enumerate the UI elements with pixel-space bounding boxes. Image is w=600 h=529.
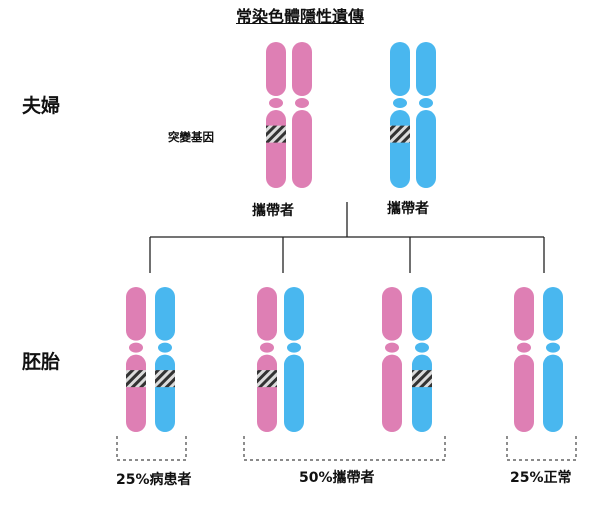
row-label-embryos: 胚胎 bbox=[22, 351, 61, 373]
chromosome-upper-arm bbox=[390, 42, 410, 97]
embryo-1-chromosome-blue bbox=[155, 287, 175, 432]
chromosome-centromere bbox=[517, 342, 531, 353]
mutation-band bbox=[155, 370, 175, 388]
mutation-band bbox=[257, 370, 277, 388]
parent-left-chromosome-1 bbox=[266, 42, 286, 188]
chromosome-centromere bbox=[129, 342, 143, 353]
mutation-band bbox=[126, 370, 146, 388]
mutant-gene-label: 突變基因 bbox=[168, 130, 214, 144]
chromosome-lower-arm bbox=[382, 354, 402, 432]
chromosome-lower-arm bbox=[284, 354, 304, 432]
chromosome-centromere bbox=[385, 342, 399, 353]
parent-left-chromosome-2 bbox=[292, 42, 312, 188]
group-label-affected: 25%病患者 bbox=[116, 472, 192, 488]
chromosome-lower-arm bbox=[257, 354, 277, 432]
chromosome-lower-arm bbox=[390, 110, 410, 188]
chromosome-upper-arm bbox=[155, 287, 175, 341]
chromosome-centromere bbox=[419, 98, 433, 109]
embryo-3-chromosome-blue bbox=[412, 287, 432, 432]
group-label-normal: 25%正常 bbox=[510, 470, 572, 486]
chromosome-lower-arm bbox=[514, 354, 534, 432]
chromosome-centromere bbox=[415, 342, 429, 353]
parent-left-label: 攜帶者 bbox=[252, 203, 294, 219]
parent-right-chromosome-1 bbox=[390, 42, 410, 188]
chromosome-lower-arm bbox=[292, 110, 312, 188]
chromosome-lower-arm bbox=[543, 354, 563, 432]
bracket-affected bbox=[116, 436, 187, 461]
group-label-carrier: 50%攜帶者 bbox=[299, 470, 375, 486]
parent-right-chromosome-2 bbox=[416, 42, 436, 188]
embryo-4-chromosome-pink bbox=[514, 287, 534, 432]
parent-right-label: 攜帶者 bbox=[387, 201, 429, 217]
chromosome-upper-arm bbox=[412, 287, 432, 341]
chromosome-lower-arm bbox=[155, 354, 175, 432]
chromosome-lower-arm bbox=[126, 354, 146, 432]
chromosome-centromere bbox=[393, 98, 407, 109]
chromosome-lower-arm bbox=[266, 110, 286, 188]
chromosome-centromere bbox=[158, 342, 172, 353]
diagram-title: 常染色體隱性遺傳 bbox=[235, 7, 364, 26]
embryo-4-chromosome-blue bbox=[543, 287, 563, 432]
chromosome-upper-arm bbox=[284, 287, 304, 341]
chromosome-centromere bbox=[295, 98, 309, 109]
chromosomes bbox=[126, 42, 563, 432]
chromosome-upper-arm bbox=[382, 287, 402, 341]
connector-lines bbox=[149, 202, 545, 273]
mutation-band bbox=[266, 125, 286, 143]
bracket-normal bbox=[506, 436, 577, 461]
chromosome-upper-arm bbox=[126, 287, 146, 341]
bracket-carrier bbox=[243, 436, 446, 461]
group-brackets bbox=[116, 436, 577, 461]
chromosome-upper-arm bbox=[257, 287, 277, 341]
mutation-band bbox=[412, 370, 432, 388]
chromosome-lower-arm bbox=[416, 110, 436, 188]
chromosome-upper-arm bbox=[543, 287, 563, 341]
embryo-2-chromosome-blue bbox=[284, 287, 304, 432]
embryo-1-chromosome-pink bbox=[126, 287, 146, 432]
chromosome-upper-arm bbox=[416, 42, 436, 97]
chromosome-centromere bbox=[269, 98, 283, 109]
chromosome-upper-arm bbox=[292, 42, 312, 97]
chromosome-upper-arm bbox=[514, 287, 534, 341]
chromosome-centromere bbox=[260, 342, 274, 353]
chromosome-lower-arm bbox=[412, 354, 432, 432]
chromosome-centromere bbox=[287, 342, 301, 353]
row-label-parents: 夫婦 bbox=[22, 95, 61, 117]
embryo-3-chromosome-pink bbox=[382, 287, 402, 432]
chromosome-upper-arm bbox=[266, 42, 286, 97]
embryo-2-chromosome-pink bbox=[257, 287, 277, 432]
mutation-band bbox=[390, 125, 410, 143]
chromosome-centromere bbox=[546, 342, 560, 353]
